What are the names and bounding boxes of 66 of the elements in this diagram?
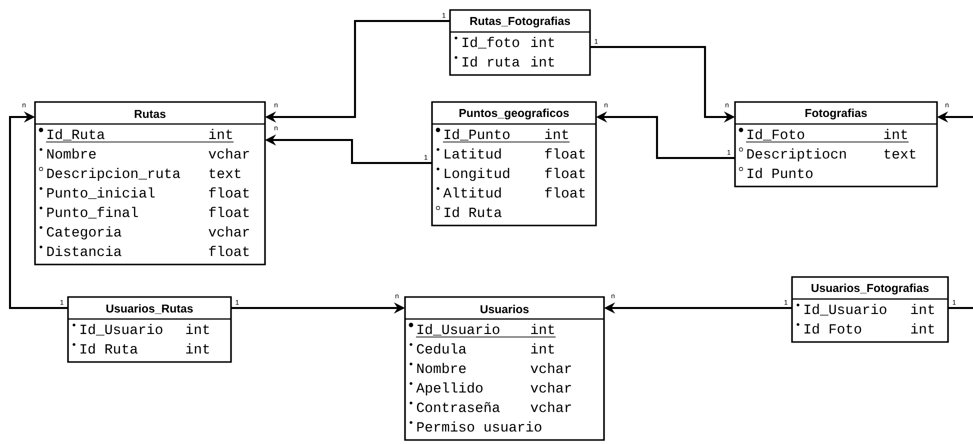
table-title: Rutas — [134, 110, 166, 118]
field-name: Id_Usuario — [80, 324, 162, 336]
field-name: Nombre — [417, 362, 466, 374]
field-name: Longitud — [444, 168, 510, 181]
field-name: Id_Foto — [748, 128, 804, 140]
field-type: vchar — [530, 382, 571, 393]
field-name: Id_foto — [462, 36, 520, 48]
field-type: float — [545, 148, 585, 159]
field-type: float — [545, 187, 585, 198]
table-box — [449, 9, 591, 76]
field-type: int — [186, 343, 209, 354]
field-name: Distancia — [47, 246, 122, 256]
field-type: int — [531, 324, 554, 334]
field-name: Cedula — [416, 343, 466, 354]
field-name: Contraseña — [416, 402, 500, 412]
field-type: int — [911, 304, 934, 314]
field-type: int — [531, 36, 554, 48]
field-name: Punto_final — [47, 206, 138, 218]
field-type: float — [209, 206, 249, 218]
field-type: text — [884, 149, 916, 159]
field-name: Id Foto — [804, 323, 862, 334]
field-name: Id_Ruta — [48, 128, 105, 140]
field-type: float — [209, 187, 249, 198]
field-name: Punto_inicial — [47, 187, 155, 199]
field-type: float — [545, 168, 585, 178]
field-type: int — [186, 324, 209, 334]
table-box — [67, 296, 232, 363]
table-box — [34, 101, 266, 266]
field-name: Id Ruta — [80, 343, 138, 354]
table-title: Fotografias — [805, 108, 867, 120]
table-title: Usuarios_Rutas — [106, 304, 193, 314]
field-type: text — [210, 168, 240, 178]
field-name: Id ruta — [462, 56, 520, 67]
field-type: vchar — [530, 402, 571, 412]
field-name: Id_Usuario — [418, 324, 500, 336]
table-title: Usuarios_Fotografias — [812, 284, 929, 294]
field-name: Latitud — [444, 148, 501, 159]
field-name: Id_Punto — [444, 128, 510, 140]
field-name: Apellido — [416, 382, 482, 396]
field-type: int — [911, 323, 934, 334]
table-box — [431, 101, 597, 226]
field-name: Descriptiocn — [747, 148, 846, 162]
field-type: vchar — [208, 148, 249, 159]
field-type: float — [209, 246, 249, 256]
field-name: Id Punto — [748, 168, 812, 178]
table-title: Rutas_Fotografias — [470, 16, 570, 28]
field-name: Permiso usuario — [417, 421, 542, 432]
field-type: int — [531, 343, 554, 354]
field-type: int — [531, 56, 554, 67]
table-box — [734, 101, 938, 188]
field-type: vchar — [208, 226, 249, 237]
field-name: Id_Usuario — [804, 304, 886, 316]
table-box — [404, 296, 605, 441]
field-type: int — [545, 128, 568, 140]
field-name: Categoria — [46, 226, 122, 240]
field-type: int — [884, 128, 907, 140]
field-name: Altitud — [443, 187, 501, 198]
table-title: Usuarios — [480, 304, 529, 314]
table-box — [791, 276, 949, 343]
field-type: vchar — [530, 362, 571, 374]
field-type: int — [209, 128, 232, 140]
arrow — [9, 111, 68, 309]
field-name: Id Ruta — [444, 206, 502, 218]
field-name: Nombre — [47, 148, 96, 159]
field-name: Descripcion_ruta — [47, 168, 180, 181]
table-title: Puntos_geograficos — [460, 108, 569, 120]
